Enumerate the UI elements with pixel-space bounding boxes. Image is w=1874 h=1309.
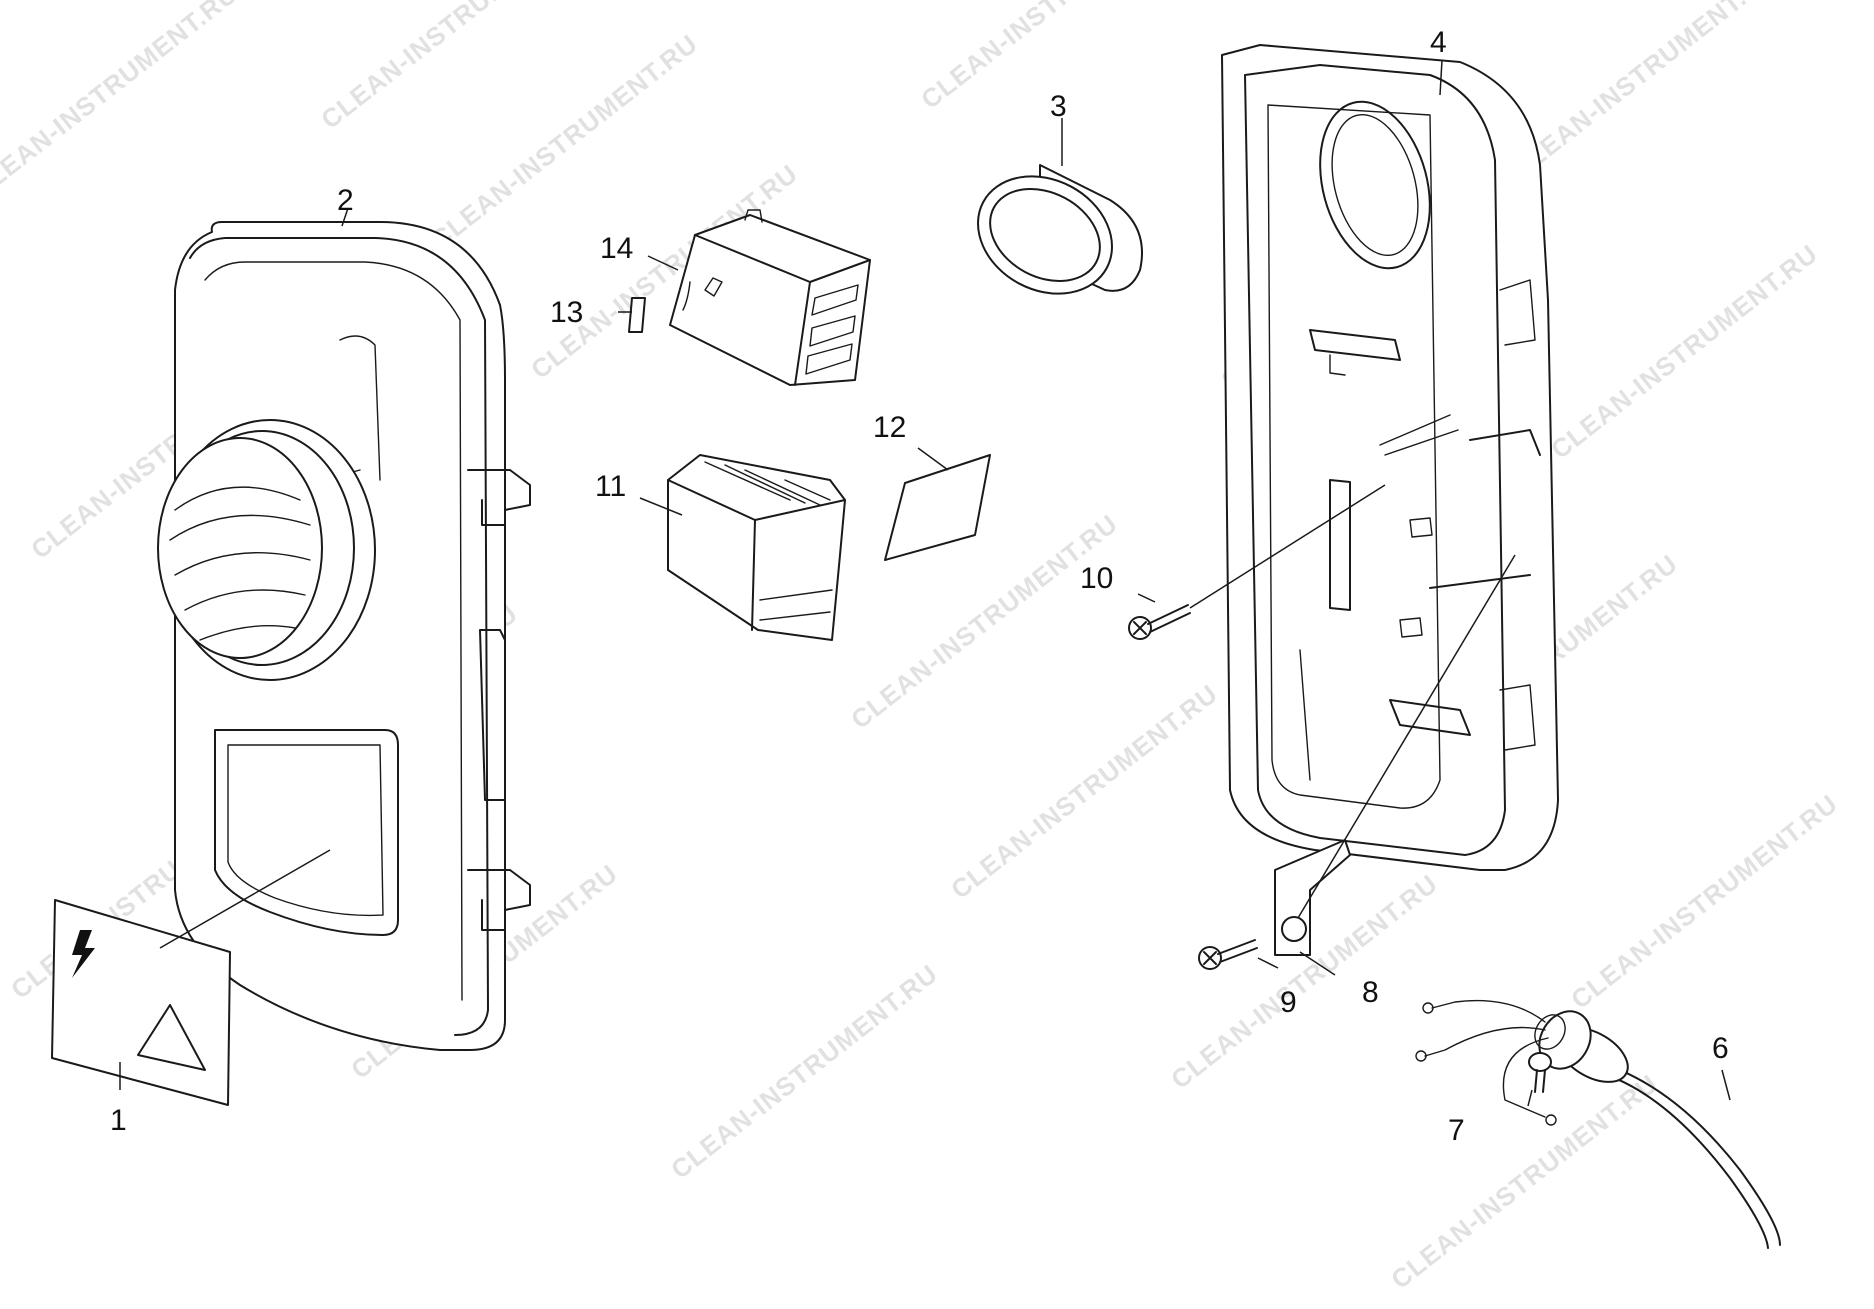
rear-housing-part-4 (1221, 44, 1559, 871)
watermark-text: CLEAN-INSTRUMENT.RU (1565, 788, 1843, 1015)
watermark-text: CLEAN-INSTRUMENT.RU (315, 0, 593, 135)
watermark-text: CLEAN-INSTRUMENT.RU (1545, 238, 1823, 465)
watermark-text: CLEAN-INSTRUMENT.RU (1505, 0, 1783, 185)
callout-9: 9 (1280, 986, 1297, 1019)
callout-6: 6 (1712, 1032, 1729, 1065)
callout-10: 10 (1080, 562, 1113, 595)
earth-screw-part-7 (1528, 1052, 1552, 1093)
pin-part-13 (628, 297, 646, 333)
warning-triangle-icon (137, 1004, 206, 1071)
callout-14: 14 (600, 232, 633, 265)
lightning-warning-icon (72, 930, 95, 978)
front-cover-part-2 (157, 221, 531, 1051)
relay-block-part-14 (669, 209, 871, 386)
callout-7: 7 (1448, 1114, 1465, 1147)
gasket-sheet-part-12 (884, 454, 991, 561)
watermark-text: CLEAN-INSTRUMENT.RU (945, 678, 1223, 905)
grommet-part-3 (977, 164, 1143, 295)
watermark-text: CLEAN-INSTRUMENT.RU (845, 508, 1123, 735)
leader-lines (119, 59, 1731, 1107)
callout-13: 13 (550, 296, 583, 329)
callout-8: 8 (1362, 976, 1379, 1009)
watermark-text: CLEAN-INSTRUMENT.RU (425, 28, 703, 255)
screw-part-9 (1198, 939, 1258, 970)
callout-3: 3 (1050, 90, 1067, 123)
callout-numbers: 1 2 3 4 6 7 8 9 10 11 12 13 14 (110, 26, 1729, 1147)
watermark-text: CLEAN-INSTRUMENT.RU (0, 0, 243, 205)
callout-2: 2 (337, 184, 354, 217)
warning-label-part-1 (51, 899, 231, 1106)
callout-11: 11 (595, 470, 626, 503)
watermark-text: CLEAN-INSTRUMENT.RU (665, 958, 943, 1185)
callout-12: 12 (873, 411, 906, 444)
callout-4: 4 (1430, 26, 1447, 59)
watermark-text: CLEAN-INSTRUMENT.RU (1385, 1068, 1663, 1295)
screw-part-10 (1128, 604, 1191, 640)
callout-1: 1 (110, 1104, 127, 1137)
power-cable-part-6 (1415, 999, 1781, 1249)
terminal-block-part-11 (667, 454, 846, 641)
